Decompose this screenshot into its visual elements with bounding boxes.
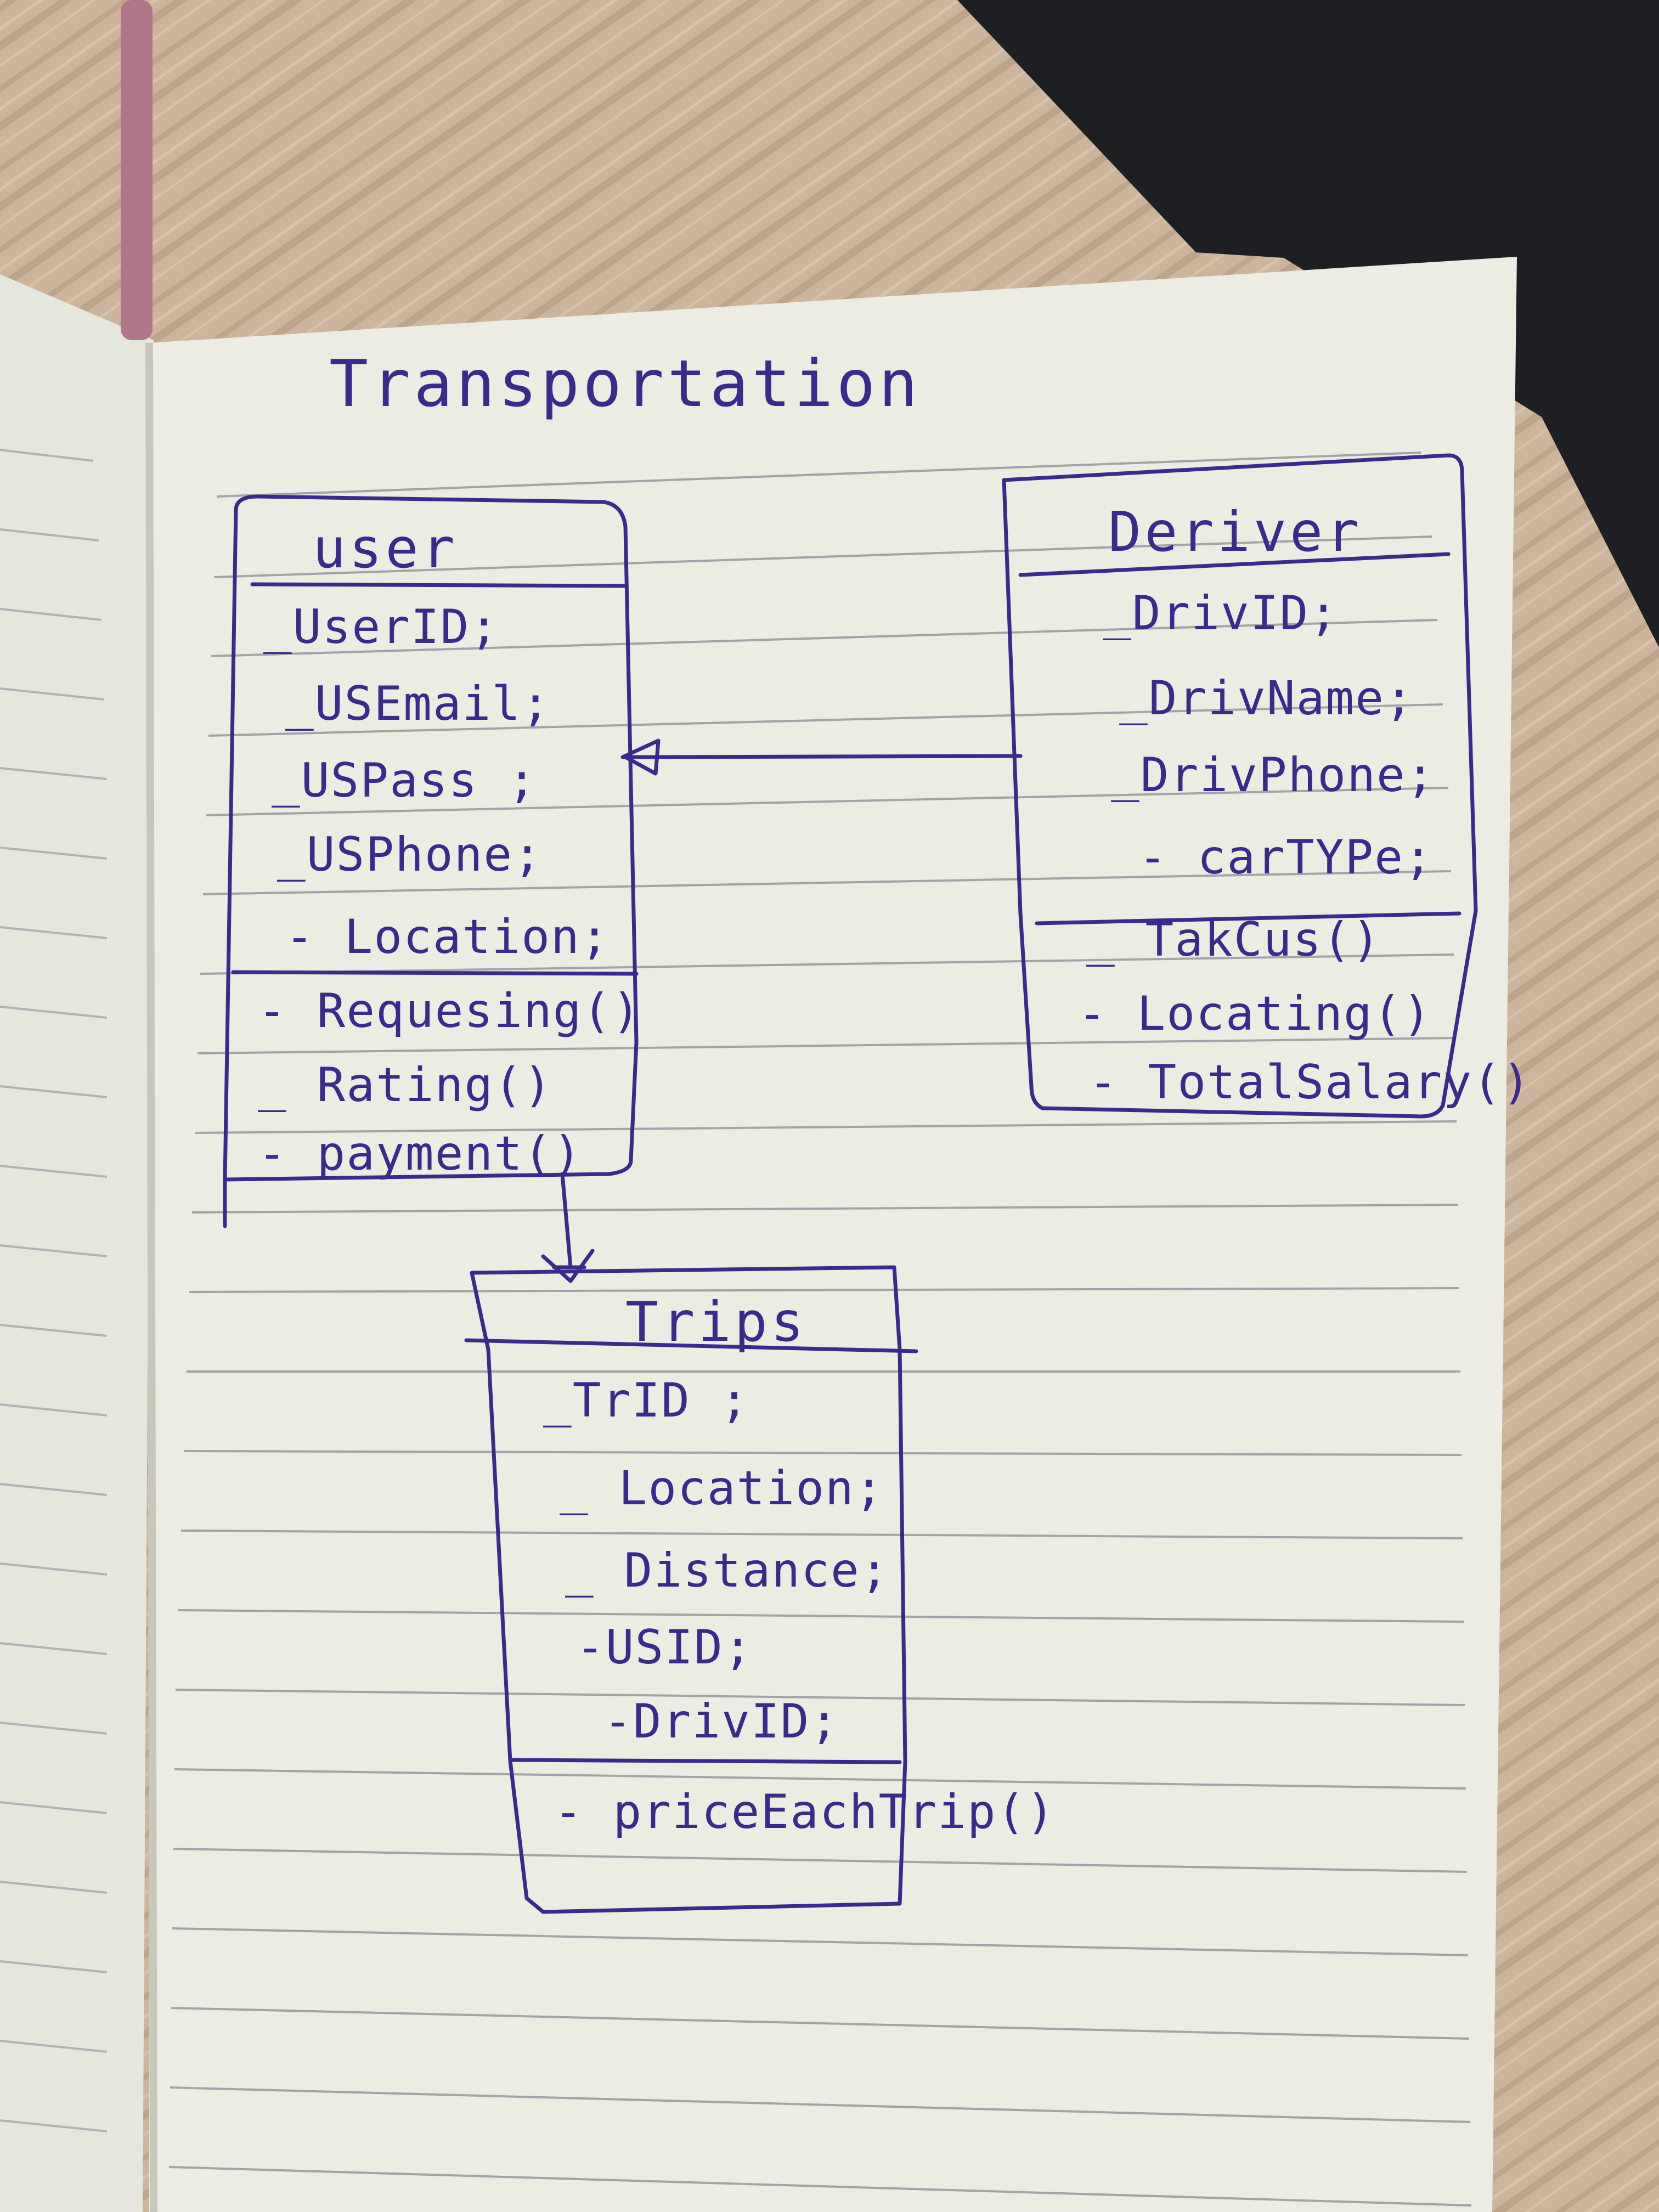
generalization-arrowhead (620, 738, 661, 776)
trips-attribute: _TrID ; (543, 1373, 750, 1428)
generalization-line (645, 754, 1023, 759)
driver-attribute: _DrivPhone; (1111, 748, 1436, 803)
page-gutter (145, 342, 157, 2212)
driver-method: - Locating() (1078, 986, 1432, 1041)
trips-method: - priceEachTrip() (554, 1785, 1056, 1839)
diagram-title: Transportation (329, 346, 921, 421)
trips-attribute: -USID; (576, 1620, 753, 1675)
driver-name-divider (1018, 552, 1451, 577)
driver-attribute: - carTYPe; (1138, 830, 1434, 885)
trips-attribute: _ Location; (560, 1461, 884, 1516)
user-attribute: _USEmail; (285, 676, 551, 731)
association-line (560, 1172, 573, 1269)
user-method: - payment() (258, 1126, 583, 1181)
user-attribute: _UserID; (263, 600, 500, 654)
trips-name-divider (464, 1338, 918, 1353)
user-class-name: user (313, 516, 458, 580)
trips-attribute: -DrivID; (603, 1694, 840, 1749)
trips-attribute: _ Distance; (565, 1543, 890, 1598)
driver-attribute: _DrivID; (1103, 586, 1339, 641)
driver-class-name: Deriver (1108, 500, 1363, 564)
user-name-divider (250, 582, 628, 588)
user-attribute: _USPass ; (272, 753, 537, 808)
driver-methods-divider (1035, 911, 1462, 926)
right-page (149, 257, 1517, 2212)
user-method: - Requesing() (258, 984, 642, 1039)
trips-class-name: Trips (625, 1290, 808, 1354)
user-class-box (223, 494, 639, 1228)
trips-methods-divider (508, 1758, 902, 1764)
bookmark-ribbon (121, 0, 153, 340)
left-page-lines (0, 449, 108, 2132)
user-method: _ Rating() (258, 1058, 553, 1113)
user-attribute: _USPhone; (277, 827, 543, 882)
association-arrowhead (541, 1249, 595, 1283)
ruled-lines (168, 452, 1472, 2207)
driver-attribute: _DrivName; (1119, 671, 1414, 726)
driver-method: _ TakCus() (1086, 912, 1381, 967)
driver-method: - TotalSalary() (1089, 1055, 1532, 1110)
laptop-edge (957, 0, 1659, 647)
driver-class-box (1002, 453, 1478, 1119)
user-attribute: - Location; (285, 910, 610, 964)
trips-class-box (470, 1265, 907, 1914)
user-methods-divider (231, 970, 639, 976)
